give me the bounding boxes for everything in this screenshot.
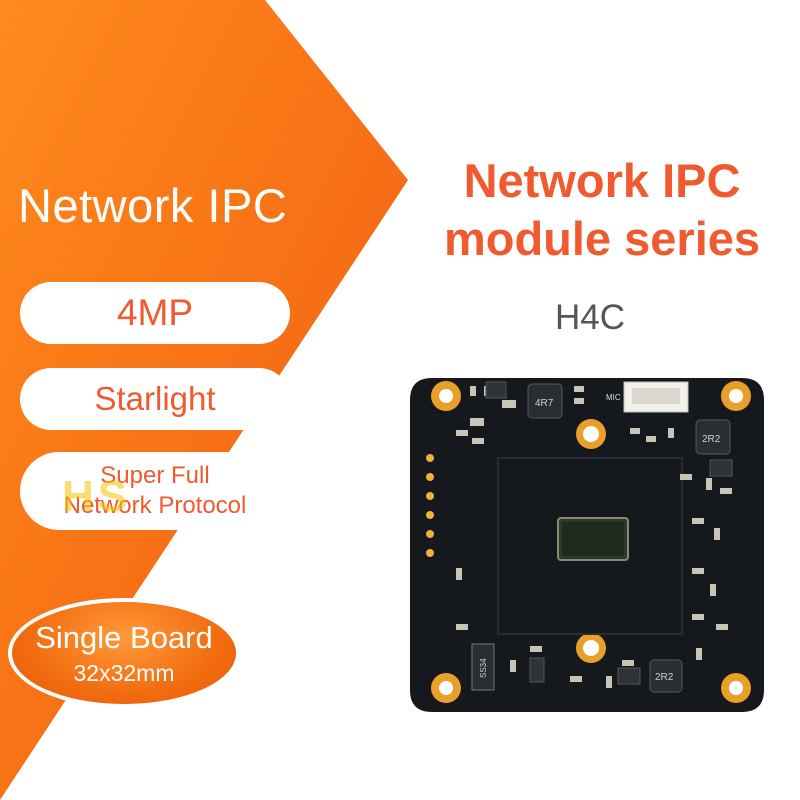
resolution-pill: 4MP: [20, 282, 290, 344]
diode: [471, 643, 495, 691]
inductor-right: [695, 419, 731, 455]
left-title: Network IPC: [18, 179, 288, 232]
series-title-line-2: module series: [443, 212, 761, 265]
starlight-label: Starlight: [94, 380, 216, 417]
inductor-label-2: 2R2: [702, 434, 721, 445]
protocol-pill: Super Full Network Protocol: [20, 452, 290, 530]
inductor-label-1: 4R7: [535, 398, 554, 409]
sensor-frame: [497, 457, 683, 635]
model-name: H4C: [554, 298, 626, 337]
badge-line-2: 32x32mm: [73, 659, 175, 686]
connector-label: MIC: [606, 393, 621, 402]
single-board-badge: Single Board 32x32mm: [8, 598, 240, 708]
resolution-label: 4MP: [116, 292, 194, 333]
protocol-line-1: Super Full: [100, 462, 210, 489]
inductor-bottom: [649, 659, 683, 693]
series-title-line-1: Network IPC: [463, 154, 741, 207]
series-title: Network IPC module series: [404, 152, 800, 268]
starlight-pill: Starlight: [20, 368, 290, 430]
badge-line-1: Single Board: [35, 619, 213, 655]
pcb-board-image: MIC 4R7 2R2 2R2 SS34: [410, 378, 764, 712]
inductor-label-3: 2R2: [655, 672, 674, 683]
watermark-logo: HS: [62, 472, 132, 521]
protocol-line-2: Network Protocol: [63, 492, 247, 519]
diode-label: SS34: [479, 658, 488, 678]
inductor-top: [527, 383, 563, 419]
